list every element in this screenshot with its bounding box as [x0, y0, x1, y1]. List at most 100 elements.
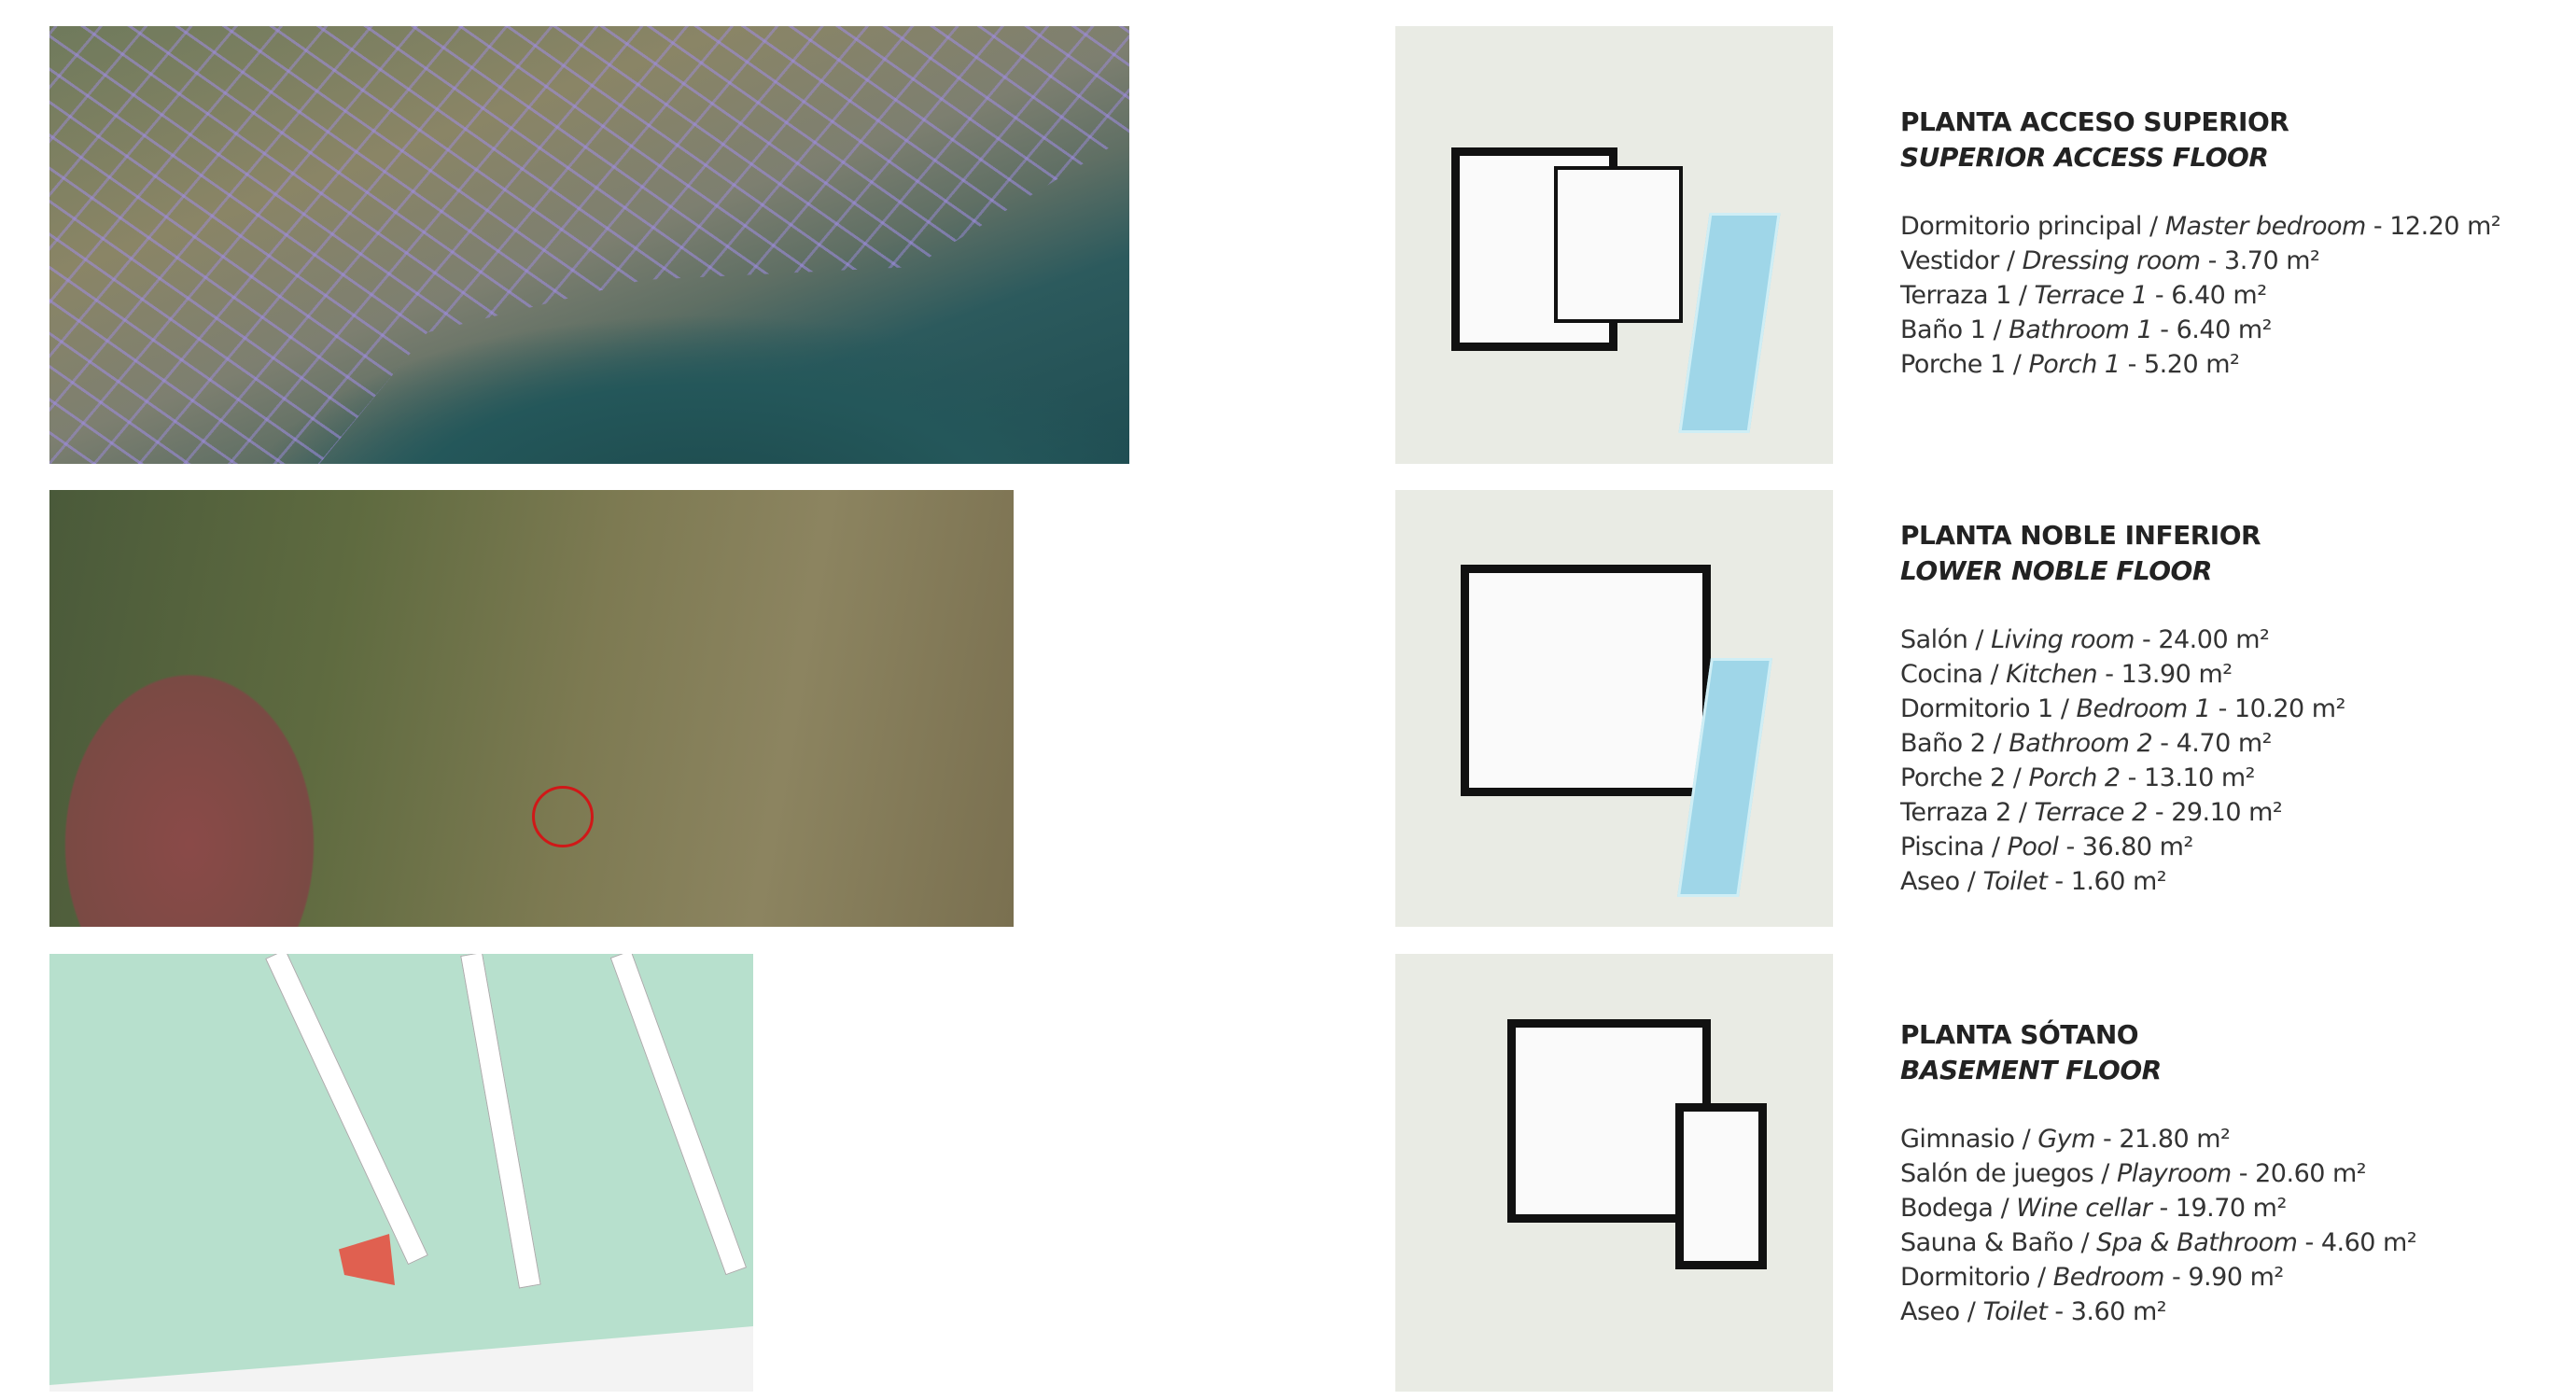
room-name-es: Cocina	[1900, 660, 1983, 689]
room-item: Bodega / Wine cellar - 19.70 m²	[1900, 1194, 2288, 1223]
floor-title-en: LOWER NOBLE FLOOR	[1900, 555, 2212, 586]
cadastral-map	[49, 954, 753, 1392]
floor-plan-basement	[1395, 954, 1833, 1392]
room-area: 1.60 m²	[2070, 867, 2167, 896]
room-name-es: Aseo	[1900, 867, 1960, 896]
room-item: Baño 2 / Bathroom 2 - 4.70 m²	[1900, 729, 2272, 758]
plan-walls	[1554, 166, 1683, 323]
room-item: Aseo / Toilet - 1.60 m²	[1900, 867, 2167, 896]
room-name-es: Baño 1	[1900, 315, 1986, 344]
room-item: Baño 1 / Bathroom 1 - 6.40 m²	[1900, 315, 2272, 344]
room-name-es: Bodega	[1900, 1194, 1994, 1223]
room-item: Salón de juegos / Playroom - 20.60 m²	[1900, 1159, 2367, 1188]
room-name-es: Porche 2	[1900, 763, 2006, 792]
room-name-es: Sauna & Baño	[1900, 1228, 2074, 1257]
room-name-en: Playroom	[2116, 1159, 2232, 1188]
room-name-en: Porch 1	[2028, 350, 2121, 379]
street-overlay	[49, 26, 1129, 464]
room-area: 19.70 m²	[2175, 1194, 2288, 1223]
room-name-en: Toilet	[1982, 1297, 2048, 1326]
room-name-es: Baño 2	[1900, 729, 1986, 758]
room-item: Piscina / Pool - 36.80 m²	[1900, 833, 2194, 861]
highlighted-plot	[339, 1234, 395, 1285]
room-name-en: Wine cellar	[2016, 1194, 2152, 1223]
room-list: Dormitorio principal / Master bedroom - …	[1900, 209, 2501, 382]
room-item: Porche 2 / Porch 2 - 13.10 m²	[1900, 763, 2256, 792]
room-list: Gimnasio / Gym - 21.80 m² Salón de juegos…	[1900, 1122, 2417, 1329]
room-area: 20.60 m²	[2255, 1159, 2367, 1188]
room-name-es: Dormitorio	[1900, 1263, 2030, 1292]
room-name-es: Aseo	[1900, 1297, 1960, 1326]
room-area: 4.60 m²	[2320, 1228, 2417, 1257]
room-item: Aseo / Toilet - 3.60 m²	[1900, 1297, 2167, 1326]
floor-title-en: SUPERIOR ACCESS FLOOR	[1900, 142, 2269, 173]
room-item: Gimnasio / Gym - 21.80 m²	[1900, 1125, 2231, 1154]
room-name-en: Porch 2	[2028, 763, 2121, 792]
room-area: 21.80 m²	[2119, 1125, 2231, 1154]
room-name-en: Gym	[2037, 1125, 2095, 1154]
floor-title-es: PLANTA ACCESO SUPERIOR	[1900, 106, 2289, 137]
room-area: 13.90 m²	[2121, 660, 2233, 689]
room-name-es: Gimnasio	[1900, 1125, 2015, 1154]
room-area: 6.40 m²	[2171, 281, 2267, 310]
room-name-es: Porche 1	[1900, 350, 2006, 379]
room-name-es: Dormitorio 1	[1900, 694, 2053, 723]
street	[265, 954, 428, 1266]
room-name-en: Kitchen	[2006, 660, 2098, 689]
floor-title-es: PLANTA NOBLE INFERIOR	[1900, 520, 2261, 551]
plan-walls	[1461, 565, 1711, 796]
room-area: 13.10 m²	[2144, 763, 2256, 792]
room-name-en: Pool	[2007, 833, 2059, 861]
room-name-es: Vestidor	[1900, 246, 1999, 275]
room-name-en: Bathroom 2	[2009, 729, 2153, 758]
room-name-en: Toilet	[1982, 867, 2048, 896]
plot-location-circle	[532, 786, 594, 847]
room-name-es: Terraza 2	[1900, 798, 2011, 827]
room-name-en: Bedroom	[2052, 1263, 2165, 1292]
floor-info-superior: PLANTA ACCESO SUPERIOR SUPERIOR ACCESS F…	[1900, 105, 2501, 382]
room-item: Dormitorio 1 / Bedroom 1 - 10.20 m²	[1900, 694, 2346, 723]
street	[609, 954, 748, 1276]
room-item: Sauna & Baño / Spa & Bathroom - 4.60 m²	[1900, 1228, 2417, 1257]
floor-plan-superior	[1395, 26, 1833, 464]
aerial-coastline-map	[49, 26, 1129, 464]
room-area: 12.20 m²	[2389, 212, 2501, 241]
room-name-en: Master bedroom	[2164, 212, 2367, 241]
room-area: 3.60 m²	[2070, 1297, 2167, 1326]
room-item: Porche 1 / Porch 1 - 5.20 m²	[1900, 350, 2240, 379]
room-name-es: Terraza 1	[1900, 281, 2011, 310]
room-name-en: Spa & Bathroom	[2096, 1228, 2298, 1257]
room-name-es: Piscina	[1900, 833, 1984, 861]
room-area: 24.00 m²	[2158, 625, 2270, 654]
room-area: 3.70 m²	[2224, 246, 2320, 275]
room-item: Salón / Living room - 24.00 m²	[1900, 625, 2270, 654]
room-list: Salón / Living room - 24.00 m² Cocina / K…	[1900, 623, 2345, 899]
room-name-en: Living room	[1991, 625, 2135, 654]
room-item: Dormitorio principal / Master bedroom - …	[1900, 212, 2501, 241]
room-name-en: Bathroom 1	[2009, 315, 2153, 344]
floor-info-lower-noble: PLANTA NOBLE INFERIOR LOWER NOBLE FLOOR …	[1900, 518, 2345, 899]
plan-walls	[1675, 1103, 1767, 1269]
room-name-en: Terrace 2	[2034, 798, 2149, 827]
floor-title-en: BASEMENT FLOOR	[1900, 1055, 2162, 1085]
room-name-en: Bedroom 1	[2076, 694, 2211, 723]
room-name-es: Dormitorio principal	[1900, 212, 2142, 241]
room-name-en: Dressing room	[2022, 246, 2201, 275]
room-item: Vestidor / Dressing room - 3.70 m²	[1900, 246, 2320, 275]
room-name-en: Terrace 1	[2034, 281, 2149, 310]
room-area: 9.90 m²	[2188, 1263, 2284, 1292]
aerial-plot-photo	[49, 490, 1014, 927]
room-area: 5.20 m²	[2144, 350, 2240, 379]
floor-info-basement: PLANTA SÓTANO BASEMENT FLOOR Gimnasio / …	[1900, 1017, 2417, 1329]
room-area: 29.10 m²	[2171, 798, 2283, 827]
room-item: Dormitorio / Bedroom - 9.90 m²	[1900, 1263, 2284, 1292]
room-name-es: Salón	[1900, 625, 1968, 654]
street	[460, 954, 541, 1289]
pool	[1678, 213, 1781, 433]
coast-area	[49, 1326, 753, 1392]
room-item: Cocina / Kitchen - 13.90 m²	[1900, 660, 2233, 689]
floor-title-es: PLANTA SÓTANO	[1900, 1019, 2139, 1050]
room-area: 36.80 m²	[2081, 833, 2194, 861]
room-item: Terraza 2 / Terrace 2 - 29.10 m²	[1900, 798, 2283, 827]
room-area: 10.20 m²	[2233, 694, 2346, 723]
